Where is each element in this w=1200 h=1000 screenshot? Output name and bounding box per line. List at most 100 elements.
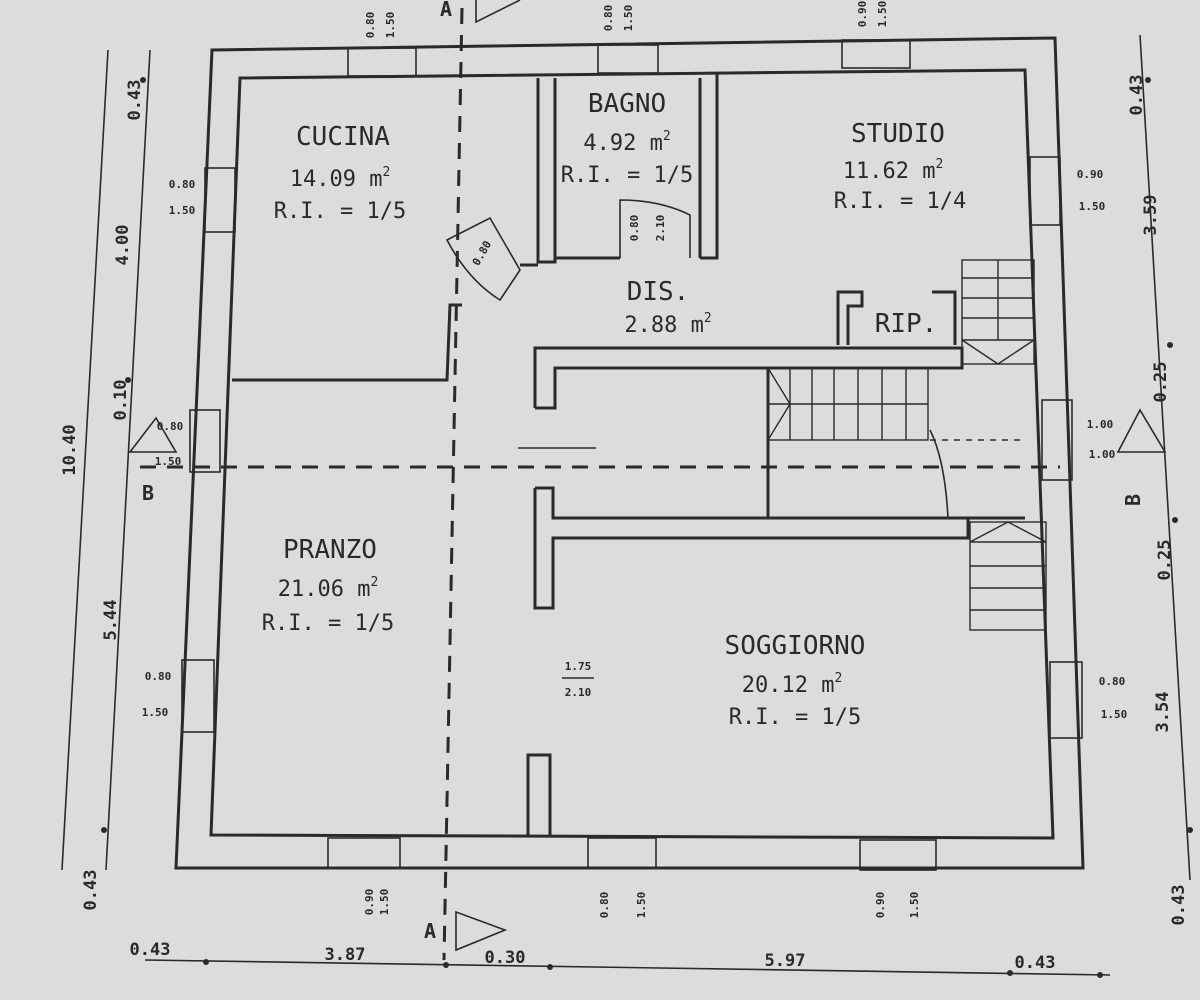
room-pranzo-name: PRANZO xyxy=(283,535,377,565)
dimensions-bottom: 0.43 3.87 0.30 5.97 0.43 xyxy=(130,940,1056,973)
room-cucina-ri: R.I. = 1/5 xyxy=(274,199,406,224)
room-soggiorno-ri: R.I. = 1/5 xyxy=(729,705,861,730)
dimensions-right: 0.43 3.59 0.25 0.25 3.54 0.43 xyxy=(1127,75,1189,926)
win-bottom-3-h: 1.50 xyxy=(908,892,921,919)
win-right-1-h: 1.50 xyxy=(1079,200,1106,213)
dim-right-0: 0.43 xyxy=(1127,75,1147,116)
room-rip-name: RIP. xyxy=(875,309,938,339)
storage-wall-2 xyxy=(932,290,957,345)
window-top-2 xyxy=(597,44,659,74)
door-kitchen xyxy=(445,216,521,302)
section-markers: A A B B xyxy=(142,0,1145,943)
win-right-1-w: 0.90 xyxy=(1077,168,1104,181)
door-bathroom-h: 2.10 xyxy=(654,215,667,242)
dim-right-4: 3.54 xyxy=(1153,692,1173,733)
stairs xyxy=(767,259,1047,631)
win-left-2-w: 0.80 xyxy=(157,420,184,433)
window-right-2 xyxy=(1041,399,1073,481)
dim-line-bottom xyxy=(144,959,1111,976)
door-bathroom-w: 0.80 xyxy=(628,215,641,242)
door-stair xyxy=(929,429,949,519)
win-right-2-w: 1.00 xyxy=(1087,418,1114,431)
win-top-3-h: 1.50 xyxy=(876,1,889,28)
section-b-left: B xyxy=(142,481,154,505)
dim-left-4: 0.43 xyxy=(81,870,101,911)
room-pranzo-ri: R.I. = 1/5 xyxy=(262,611,394,636)
win-top-1-w: 0.80 xyxy=(364,12,377,39)
window-left-1 xyxy=(204,167,236,233)
corridor-wall xyxy=(533,346,964,410)
room-studio-area: 11.62 m2 xyxy=(843,157,944,184)
window-left-3 xyxy=(181,659,215,733)
room-soggiorno-name: SOGGIORNO xyxy=(725,631,866,661)
dim-right-3: 0.25 xyxy=(1155,540,1175,581)
room-labels: CUCINA 14.09 m2 R.I. = 1/5 BAGNO 4.92 m2… xyxy=(262,89,966,730)
win-top-1-h: 1.50 xyxy=(384,12,397,39)
win-top-2-w: 0.80 xyxy=(602,5,615,32)
win-left-3-h: 1.50 xyxy=(142,706,169,719)
dim-left-0: 0.43 xyxy=(125,80,145,121)
section-arrow-a-bottom xyxy=(455,910,508,952)
room-bagno-area: 4.92 m2 xyxy=(583,129,670,156)
door-bathroom xyxy=(619,199,691,258)
storage-wall xyxy=(836,290,864,345)
dim-left-1: 4.00 xyxy=(113,225,133,266)
dim-right-2: 0.25 xyxy=(1151,362,1171,403)
dim-bottom-3: 5.97 xyxy=(765,951,806,971)
living-wall-2 xyxy=(526,753,552,835)
section-line-a xyxy=(442,7,464,961)
dim-left-total: 10.40 xyxy=(60,424,80,475)
win-right-3-h: 1.50 xyxy=(1101,708,1128,721)
section-arrow-b-right xyxy=(1116,408,1167,453)
room-soggiorno-area: 20.12 m2 xyxy=(742,671,843,698)
win-left-1-h: 1.50 xyxy=(169,204,196,217)
section-b-right: B xyxy=(1121,494,1145,506)
living-wall xyxy=(533,486,970,610)
dim-bottom-0: 0.43 xyxy=(130,940,171,960)
dim-right-1: 3.59 xyxy=(1141,195,1161,236)
win-right-2-h: 1.00 xyxy=(1089,448,1116,461)
win-bottom-1-h: 1.50 xyxy=(378,889,391,916)
dim-line-left xyxy=(61,49,109,871)
room-bagno-ri: R.I. = 1/5 xyxy=(561,163,693,188)
win-bottom-2-h: 1.50 xyxy=(635,892,648,919)
opening-living-w: 1.75 xyxy=(565,660,592,673)
win-left-2-h: 1.50 xyxy=(155,455,182,468)
window-top-3 xyxy=(841,39,911,69)
window-bottom-1 xyxy=(327,837,401,869)
inner-wall xyxy=(209,68,1055,840)
dim-bottom-4: 0.43 xyxy=(1015,953,1056,973)
win-bottom-2-w: 0.80 xyxy=(598,892,611,919)
windows xyxy=(181,39,1083,871)
window-right-1 xyxy=(1029,156,1061,226)
win-left-1-w: 0.80 xyxy=(169,178,196,191)
window-labels: 0.80 1.50 0.80 1.50 0.90 1.50 0.90 1.50 … xyxy=(142,1,1128,919)
walls xyxy=(174,36,1085,870)
win-left-3-w: 0.80 xyxy=(145,670,172,683)
room-pranzo-area: 21.06 m2 xyxy=(278,575,379,602)
room-dis-name: DIS. xyxy=(627,277,690,307)
dim-left-2: 0.10 xyxy=(111,380,131,421)
dim-line-left-2 xyxy=(105,49,151,871)
bathroom-wall xyxy=(536,78,557,264)
window-bottom-3 xyxy=(859,839,937,871)
section-arrow-b-left xyxy=(128,416,178,453)
section-arrow-a-top xyxy=(475,0,521,24)
dim-right-5: 0.43 xyxy=(1169,885,1189,926)
window-left-2 xyxy=(189,409,221,473)
dimension-lines xyxy=(61,34,1193,978)
room-bagno-name: BAGNO xyxy=(588,89,666,119)
room-cucina-name: CUCINA xyxy=(296,122,390,152)
opening-living-h: 2.10 xyxy=(565,686,592,699)
dim-bottom-1: 3.87 xyxy=(325,945,366,965)
section-a-top: A xyxy=(440,0,452,21)
room-dis-area: 2.88 m2 xyxy=(624,311,711,338)
bathroom-wall-3 xyxy=(700,72,719,260)
window-bottom-2 xyxy=(587,837,657,869)
outer-wall xyxy=(174,36,1085,870)
dim-bottom-2: 0.30 xyxy=(485,948,526,968)
room-cucina-area: 14.09 m2 xyxy=(290,165,391,192)
win-bottom-1-w: 0.90 xyxy=(363,889,376,916)
window-right-3 xyxy=(1049,661,1083,739)
